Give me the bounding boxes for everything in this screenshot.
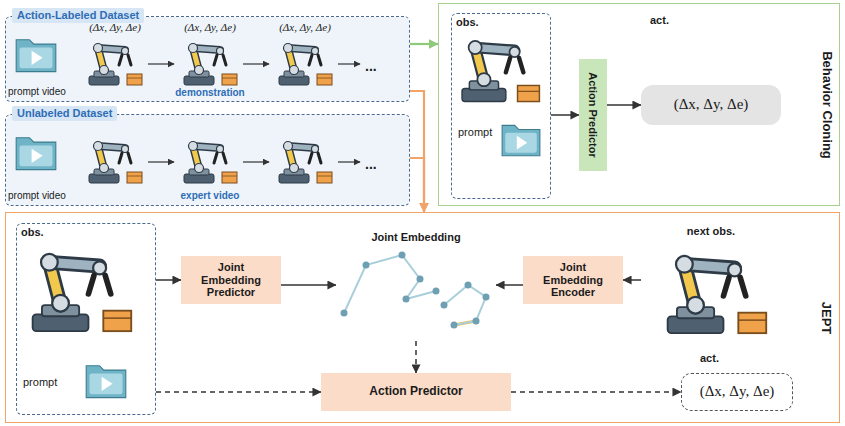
node-title: next obs.	[641, 225, 781, 238]
node-title: Joint Embedding Predictor	[190, 261, 272, 299]
embedding-graph-shape	[336, 247, 496, 339]
figure-label: expert video	[170, 190, 250, 202]
observation-figure: next obs.	[641, 223, 781, 341]
connector-arrow	[551, 114, 579, 116]
figure-label: prompt video	[8, 190, 66, 202]
observation-box: obs. prompt	[16, 223, 156, 415]
action-predictor-box: Action Predictor	[579, 59, 607, 171]
connector-arrow	[511, 391, 681, 393]
node-title: Behavior Cloning	[820, 51, 835, 159]
connector-arrow	[410, 158, 424, 212]
encoder-box: Joint Embedding Encoder	[523, 256, 623, 304]
figure-label: prompt video	[8, 86, 66, 98]
node-title: (Δx, Δy, Δe)	[700, 383, 775, 400]
node-title: Action Predictor	[369, 385, 462, 399]
connector-arrow	[410, 91, 424, 212]
behavior-cloning-panel: Behavior Cloning obs. prompt Action Predict…	[438, 3, 840, 206]
embedding-graph: Joint Embedding	[336, 229, 496, 341]
connector-arrow	[415, 341, 417, 373]
node-title: obs.	[21, 226, 44, 239]
node-title: Action-Labeled Dataset	[12, 8, 144, 23]
figure-label: ...	[365, 156, 377, 172]
jept-panel: JEPT obs. prompt Joint Embedding Predictor J…	[5, 212, 840, 423]
figure-label: (Δx, Δy, Δe)	[80, 21, 150, 34]
node-title: obs.	[456, 16, 479, 29]
figure-label: demonstration	[170, 87, 250, 99]
node-title: Unlabeled Dataset	[12, 106, 117, 121]
figure-label: (Δx, Δy, Δe)	[270, 21, 340, 34]
node-title: Action Predictor	[587, 72, 600, 158]
action-output-box: (Δx, Δy, Δe)	[641, 85, 781, 125]
connector-arrow	[607, 104, 641, 106]
node-title: Joint Embedding Encoder	[532, 261, 614, 299]
connector-arrow	[496, 284, 523, 286]
node-text: prompt	[23, 376, 57, 389]
connector-arrow	[623, 279, 641, 281]
action-predictor-box: Action Predictor	[321, 373, 511, 411]
node-text: prompt	[458, 126, 492, 139]
figure-label: ...	[365, 58, 377, 74]
action-output-box: (Δx, Δy, Δe)	[681, 373, 793, 411]
connector-arrow	[410, 43, 438, 45]
connector-arrow	[156, 391, 321, 393]
predictor-box: Joint Embedding Predictor	[181, 256, 281, 304]
figure-label: act.	[700, 352, 719, 365]
node-title: (Δx, Δy, Δe)	[674, 96, 749, 113]
node-title: Joint Embedding	[336, 231, 496, 244]
figure-label: (Δx, Δy, Δe)	[175, 21, 245, 34]
connector-arrow	[281, 284, 336, 286]
observation-box: obs. prompt	[451, 13, 551, 199]
node-title: JEPT	[819, 301, 834, 334]
connector-arrow	[156, 279, 181, 281]
figure-label: act.	[650, 14, 669, 27]
